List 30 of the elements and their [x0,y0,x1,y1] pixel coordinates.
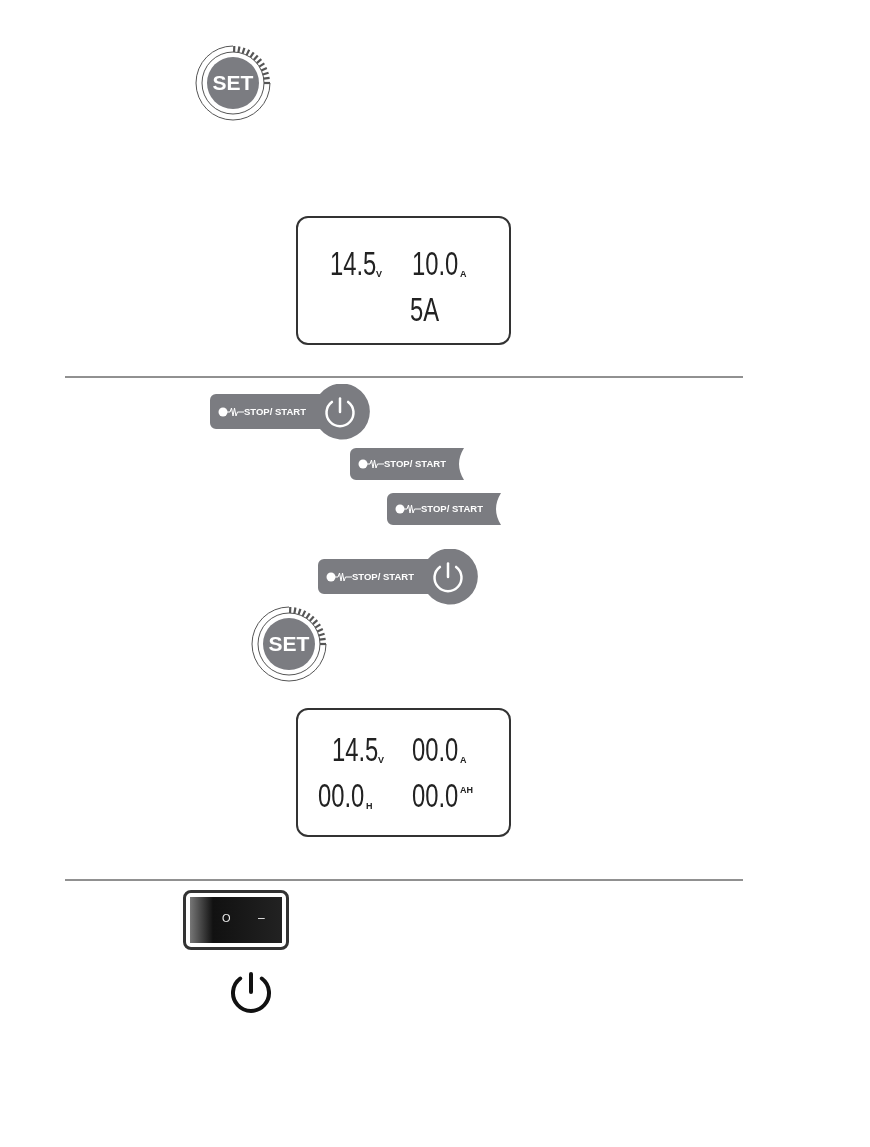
switch-symbol: O [222,913,231,924]
button-label: STOP/ START [244,407,306,417]
stop-start-button [318,549,478,605]
lcd-digits: 00.0 [318,778,365,812]
stop-start-button [210,384,370,440]
stop-start-button [387,493,501,525]
lcd-digits: 14.5 [330,246,377,280]
unit-label: A [460,270,467,279]
lcd-digits: 00.0 [412,778,459,812]
lcd-digits: 10.0 [412,246,459,280]
lcd-display [296,708,511,837]
lcd-display [296,216,511,345]
button-label: SET [211,72,255,93]
lcd-digits: 00.0 [412,732,459,766]
set-button [194,44,272,122]
unit-label: AH [460,786,473,795]
rocker-switch [183,890,289,950]
stop-start-button [350,448,464,480]
unit-label: H [366,802,373,811]
button-label: STOP/ START [421,504,483,514]
button-label: SET [267,633,311,654]
button-label: STOP/ START [352,572,414,582]
lcd-digits: 14.5 [332,732,379,766]
button-label: STOP/ START [384,459,446,469]
unit-label: V [378,756,384,765]
unit-label: V [376,270,382,279]
set-button [250,605,328,683]
lcd-digits: 5A [410,292,440,326]
unit-label: A [460,756,467,765]
switch-symbol: – [258,912,265,924]
